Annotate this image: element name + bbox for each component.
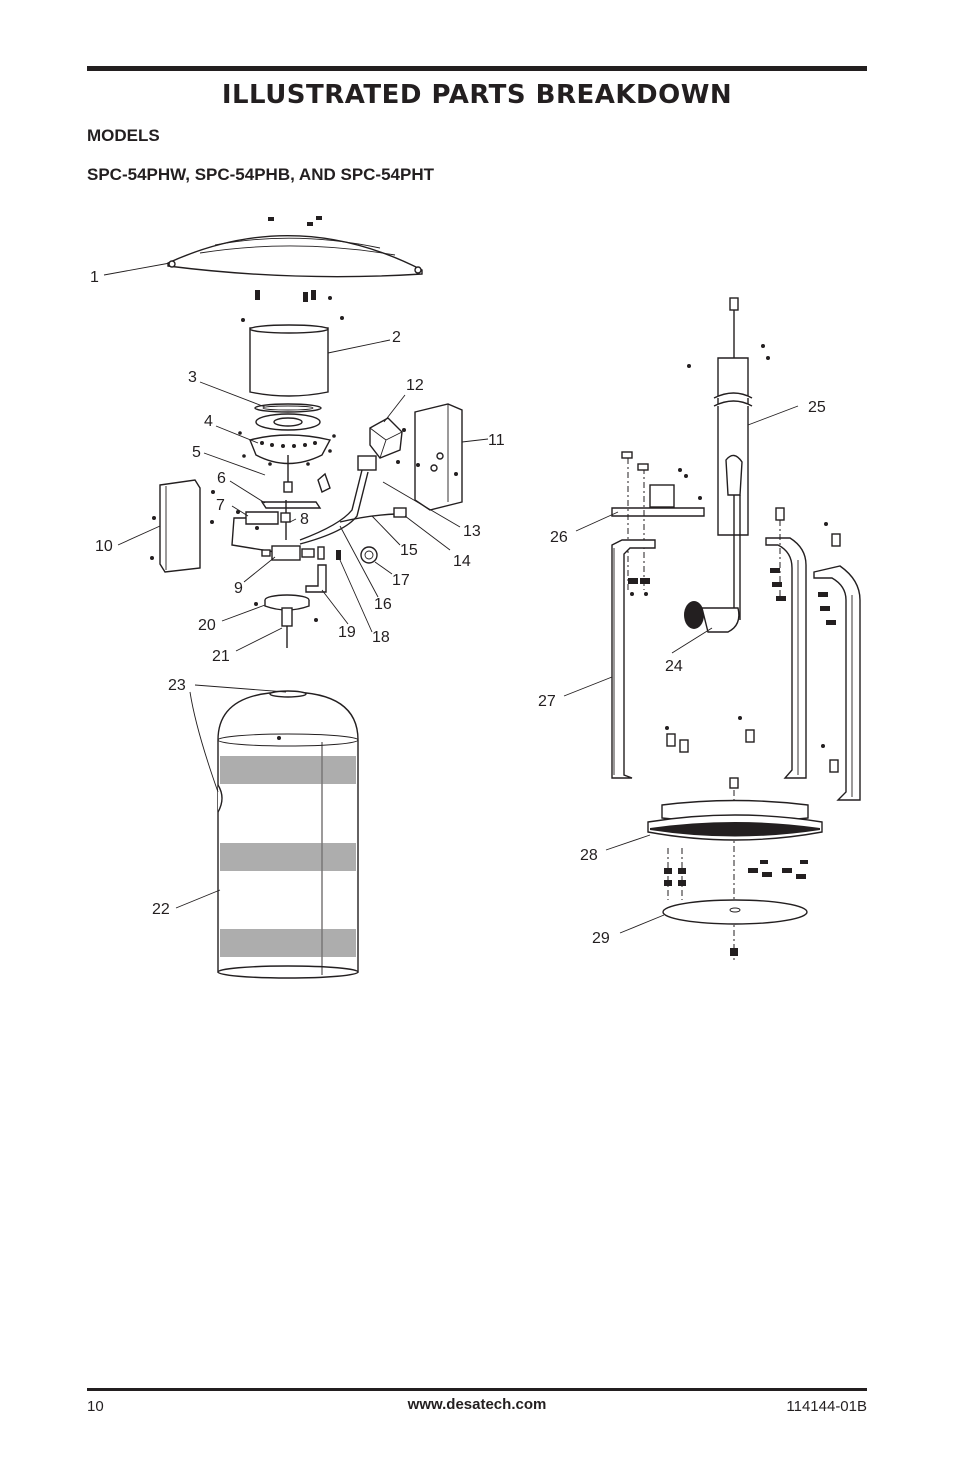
post-bracket (611, 451, 705, 590)
label-8: 8 (300, 511, 309, 528)
label-27: 27 (538, 693, 556, 710)
label-26: 26 (550, 529, 568, 546)
label-18: 18 (372, 629, 390, 646)
regulator-base (254, 594, 318, 648)
top-rule (87, 66, 867, 71)
support-post (687, 297, 770, 620)
label-25: 25 (808, 399, 826, 416)
grommet (360, 546, 378, 564)
burner-bracket (236, 500, 322, 540)
label-11: 11 (488, 432, 505, 449)
heat-shield-right (414, 403, 463, 511)
label-17: 17 (392, 572, 410, 589)
part-number-labels: 1 2 3 4 5 6 7 8 9 10 11 12 13 14 15 16 1… (90, 269, 826, 947)
label-9: 9 (234, 580, 243, 597)
label-22: 22 (152, 901, 170, 918)
label-23: 23 (168, 677, 186, 694)
label-16: 16 (374, 596, 392, 613)
control-knob (684, 601, 740, 633)
document-number: 114144-01B (786, 1398, 867, 1415)
label-19: 19 (338, 624, 356, 641)
reflector-dome (167, 216, 423, 322)
bracket-19 (305, 564, 327, 593)
leader-lines (103, 262, 799, 934)
burner-gasket (254, 403, 322, 413)
gas-valve (261, 545, 325, 561)
label-24: 24 (665, 658, 683, 675)
page-title: ILLUSTRATED PARTS BREAKDOWN (221, 80, 733, 110)
label-7: 7 (216, 497, 225, 514)
bottom-rule (87, 1388, 867, 1391)
leg-right (813, 522, 861, 801)
label-10: 10 (95, 538, 113, 555)
leg-left (611, 539, 656, 779)
label-15: 15 (400, 542, 418, 559)
models-heading: MODELS (87, 126, 160, 145)
label-13: 13 (463, 523, 481, 540)
label-28: 28 (580, 847, 598, 864)
parts-diagram: 1 2 3 4 5 6 7 8 9 10 11 12 13 14 15 16 1… (90, 216, 861, 979)
label-21: 21 (212, 648, 230, 665)
label-20: 20 (198, 617, 216, 634)
label-2: 2 (392, 329, 401, 346)
emitter-screen (249, 324, 329, 397)
base-ring (647, 799, 823, 900)
website-link[interactable]: www.desatech.com (407, 1396, 547, 1413)
heat-shield-left (150, 479, 215, 573)
thermocouple-line (231, 517, 276, 553)
model-list: SPC-54PHW, SPC-54PHB, AND SPC-54PHT (87, 165, 435, 184)
label-6: 6 (217, 470, 226, 487)
ignitor-cover (369, 417, 403, 459)
burner-head (238, 413, 336, 493)
label-3: 3 (188, 369, 197, 386)
label-5: 5 (192, 444, 201, 461)
leg-middle (765, 507, 807, 779)
base-plate (662, 899, 808, 956)
label-12: 12 (406, 377, 424, 394)
label-29: 29 (592, 930, 610, 947)
label-1: 1 (90, 269, 99, 286)
heater-guard (217, 690, 359, 979)
label-14: 14 (453, 553, 471, 570)
label-4: 4 (204, 413, 213, 430)
page-number: 10 (87, 1398, 104, 1415)
